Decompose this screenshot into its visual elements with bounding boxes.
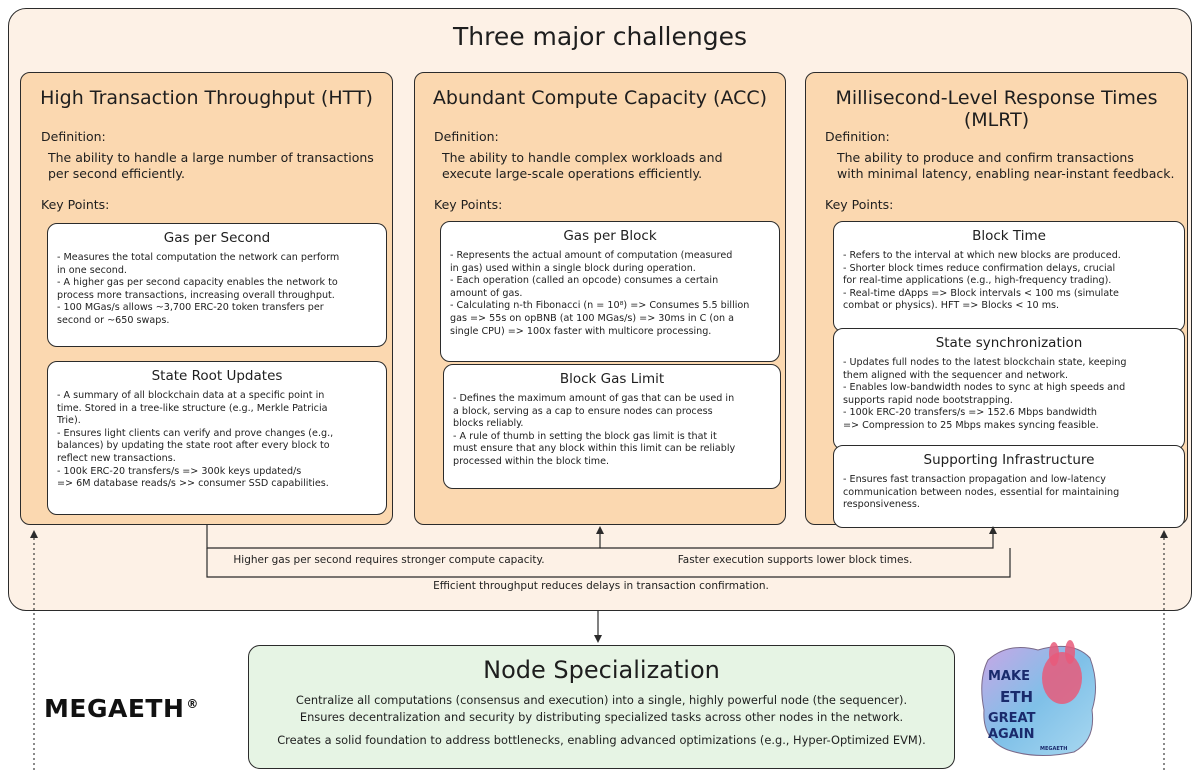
card-title: Block Gas Limit — [559, 371, 665, 387]
arrow-htt-acc — [206, 525, 604, 549]
definition-text: The ability to handle a large number of … — [48, 150, 374, 182]
card-title: Block Time — [972, 228, 1046, 244]
column-title: Millisecond-Level Response Times (MLRT) — [835, 87, 1158, 131]
card-text: - Represents the actual amount of comput… — [450, 250, 750, 337]
node-description: Centralize all computations (consensus a… — [249, 692, 954, 749]
node-line: Ensures decentralization and security by… — [299, 710, 904, 724]
column-htt: High Transaction Throughput (HTT) Defini… — [20, 72, 393, 525]
registered-mark: ® — [186, 696, 199, 711]
card-supporting-infrastructure: Supporting Infrastructure - Ensures fast… — [833, 445, 1185, 528]
card-block-time: Block Time - Refers to the interval at w… — [833, 221, 1185, 332]
relation-htt-mlrt-label: Efficient throughput reduces delays in t… — [433, 580, 769, 592]
card-text: - Refers to the interval at which new bl… — [843, 250, 1121, 312]
bunny-icon — [1042, 652, 1082, 704]
card-title: Gas per Block — [563, 228, 657, 244]
card-block-gas-limit: Block Gas Limit - Defines the maximum am… — [443, 364, 781, 489]
card-state-synchronization: State synchronization - Updates full nod… — [833, 328, 1185, 450]
make-eth-great-again-sticker: MAKE ETH GREAT AGAIN MEGAETH — [981, 640, 1096, 757]
definition-label: Definition: — [434, 129, 499, 144]
node-line: Centralize all computations (consensus a… — [295, 693, 908, 707]
column-title: High Transaction Throughput (HTT) — [40, 87, 373, 109]
definition-line: with minimal latency, enabling near-inst… — [837, 166, 1175, 181]
relation-label-bg — [678, 551, 912, 567]
sticker-line-great: GREAT — [988, 711, 1036, 726]
arrow-htt-mlrt — [206, 548, 1011, 578]
card-title: State synchronization — [935, 335, 1083, 351]
definition-label: Definition: — [825, 129, 890, 144]
sticker-brand: MEGAETH — [1040, 746, 1067, 752]
definition-line: execute large-scale operations efficient… — [442, 166, 703, 181]
node-line: Creates a solid foundation to address bo… — [277, 733, 926, 747]
column-title: Abundant Compute Capacity (ACC) — [432, 87, 768, 109]
keypoints-label: Key Points: — [825, 197, 894, 212]
card-text: - Ensures fast transaction propagation a… — [843, 474, 1120, 511]
logo-text: MEGAETH — [44, 694, 185, 723]
column-acc: Abundant Compute Capacity (ACC) Definiti… — [414, 72, 786, 525]
card-text: - A summary of all blockchain data at a … — [57, 390, 334, 490]
node-specialization-box: Node Specialization Centralize all compu… — [248, 645, 955, 769]
card-title: State Root Updates — [151, 368, 283, 384]
card-text: - Updates full nodes to the latest block… — [843, 357, 1127, 431]
card-gas-per-second: Gas per Second - Measures the total comp… — [47, 223, 387, 347]
diagram-title: Three major challenges — [453, 22, 747, 51]
sticker-line-eth: ETH — [1000, 688, 1033, 706]
card-state-root-updates: State Root Updates - A summary of all bl… — [47, 361, 387, 515]
definition-line: The ability to produce and confirm trans… — [837, 150, 1134, 165]
megaeth-logo: MEGAETH® — [44, 694, 199, 723]
definition-line: The ability to handle complex workloads … — [442, 150, 723, 165]
definition-line: per second efficiently. — [48, 166, 185, 181]
sticker-line-make: MAKE — [988, 669, 1030, 684]
relation-label-bg — [436, 578, 766, 592]
card-title: Supporting Infrastructure — [923, 452, 1095, 468]
arrow-acc-mlrt — [600, 526, 997, 549]
relation-acc-mlrt-label: Faster execution supports lower block ti… — [678, 554, 913, 566]
card-gas-per-block: Gas per Block - Represents the actual am… — [440, 221, 780, 362]
sticker-line-again: AGAIN — [988, 727, 1035, 742]
definition-line: The ability to handle a large number of … — [48, 150, 374, 165]
definition-text: The ability to produce and confirm trans… — [837, 150, 1174, 182]
relation-label-bg — [244, 551, 534, 567]
column-mlrt: Millisecond-Level Response Times (MLRT) … — [805, 72, 1188, 528]
node-title: Node Specialization — [483, 656, 720, 684]
keypoints-label: Key Points: — [434, 197, 503, 212]
definition-text: The ability to handle complex workloads … — [442, 150, 723, 182]
card-text: - Defines the maximum amount of gas that… — [453, 393, 736, 467]
card-text: - Measures the total computation the net… — [57, 252, 340, 326]
card-title: Gas per Second — [163, 230, 271, 246]
keypoints-label: Key Points: — [41, 197, 110, 212]
definition-label: Definition: — [41, 129, 106, 144]
relation-htt-acc-label: Higher gas per second requires stronger … — [233, 554, 544, 566]
